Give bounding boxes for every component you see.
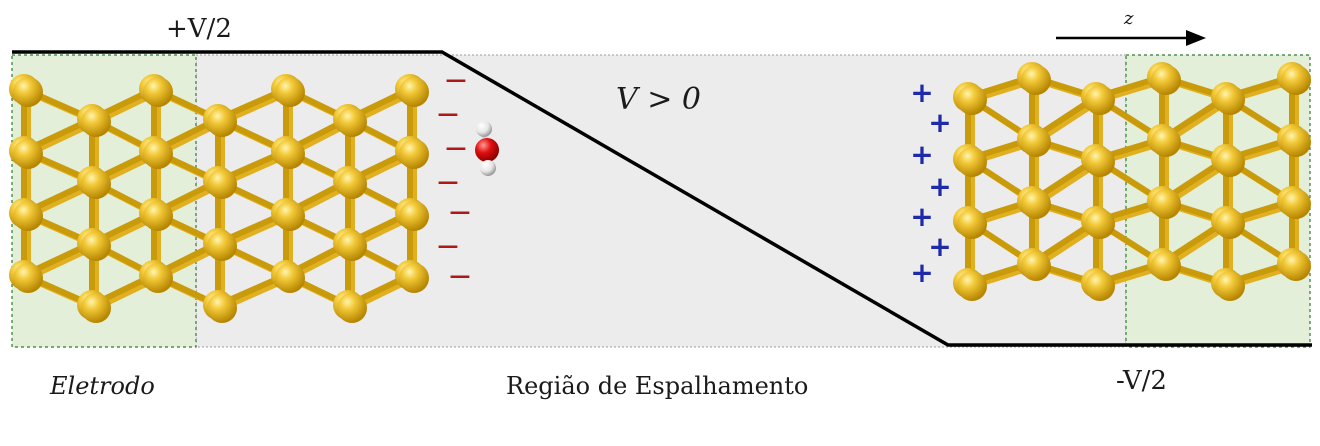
positive-charge: + — [910, 76, 933, 109]
gold-atom — [1151, 65, 1181, 95]
gold-atom — [143, 77, 173, 107]
gold-atom — [399, 263, 429, 293]
gold-atom — [1021, 189, 1051, 219]
electrode-label: Eletrodo — [50, 372, 155, 400]
gold-atom — [1281, 65, 1311, 95]
gold-atom — [13, 263, 43, 293]
gold-atom — [81, 169, 111, 199]
gold-atom — [957, 147, 987, 177]
negative-charge: − — [435, 229, 460, 264]
gold-atom — [1281, 189, 1311, 219]
z-axis-label: z — [1124, 8, 1134, 29]
gold-atom — [207, 169, 237, 199]
gold-atom — [1281, 251, 1311, 281]
z-axis-arrow — [1056, 30, 1206, 46]
gold-atom — [1085, 271, 1115, 301]
negative-charge: − — [443, 131, 468, 166]
hydrogen-atom — [480, 160, 496, 176]
positive-charge: + — [910, 138, 933, 171]
gold-atom — [1151, 127, 1181, 157]
gold-atom — [275, 77, 305, 107]
gold-atom — [399, 77, 429, 107]
gold-atom — [1215, 147, 1245, 177]
gold-atom — [13, 139, 43, 169]
left-voltage-label: +V/2 — [166, 14, 232, 44]
potential-profile-line — [12, 50, 1312, 347]
gold-atom — [275, 201, 305, 231]
negative-charge: − — [443, 63, 468, 98]
gold-atom — [1021, 65, 1051, 95]
gold-atom — [1215, 271, 1245, 301]
gold-atom — [275, 263, 305, 293]
gold-atom — [1021, 127, 1051, 157]
gold-atom — [207, 293, 237, 323]
gold-atom — [207, 107, 237, 137]
positive-charge: + — [910, 200, 933, 233]
gold-atom — [1151, 189, 1181, 219]
gold-atom — [337, 231, 367, 261]
gold-lattice-left — [9, 74, 429, 323]
gold-atom — [143, 201, 173, 231]
gold-atom — [81, 231, 111, 261]
gold-atom — [13, 77, 43, 107]
gold-atom — [1085, 147, 1115, 177]
gold-atom — [337, 293, 367, 323]
positive-charge: + — [928, 106, 951, 139]
negative-charges: −−−−−−− — [435, 63, 472, 294]
negative-charge: − — [447, 259, 472, 294]
negative-charge: − — [447, 195, 472, 230]
gold-atom — [957, 271, 987, 301]
gold-atom — [1215, 85, 1245, 115]
water-molecule — [475, 121, 499, 176]
positive-charges: +++++++ — [910, 76, 951, 289]
gold-atom — [275, 139, 305, 169]
gold-atom — [1215, 209, 1245, 239]
gold-atom — [207, 231, 237, 261]
gold-atom — [399, 139, 429, 169]
positive-charge: + — [928, 230, 951, 263]
gold-atom — [1085, 209, 1115, 239]
gold-atom — [1085, 85, 1115, 115]
gold-atom — [1151, 251, 1181, 281]
gold-atom — [337, 169, 367, 199]
negative-charge: − — [435, 165, 460, 200]
oxygen-atom — [475, 138, 499, 162]
gold-atom — [337, 107, 367, 137]
negative-charge: − — [435, 97, 460, 132]
positive-charge: + — [910, 256, 933, 289]
gold-atom — [13, 201, 43, 231]
hydrogen-atom — [476, 121, 492, 137]
gold-atom — [81, 107, 111, 137]
gold-atom — [81, 293, 111, 323]
positive-charge: + — [928, 170, 951, 203]
gold-atom — [143, 139, 173, 169]
gold-atom — [1021, 251, 1051, 281]
right-voltage-label: -V/2 — [1116, 366, 1167, 396]
gold-atom — [399, 201, 429, 231]
gold-atom — [957, 209, 987, 239]
gold-lattice-right — [953, 62, 1311, 301]
gold-atom — [143, 263, 173, 293]
scattering-region-label: Região de Espalhamento — [506, 372, 809, 400]
gold-atom — [957, 85, 987, 115]
bias-label: V > 0 — [616, 82, 701, 117]
gold-atom — [1281, 127, 1311, 157]
